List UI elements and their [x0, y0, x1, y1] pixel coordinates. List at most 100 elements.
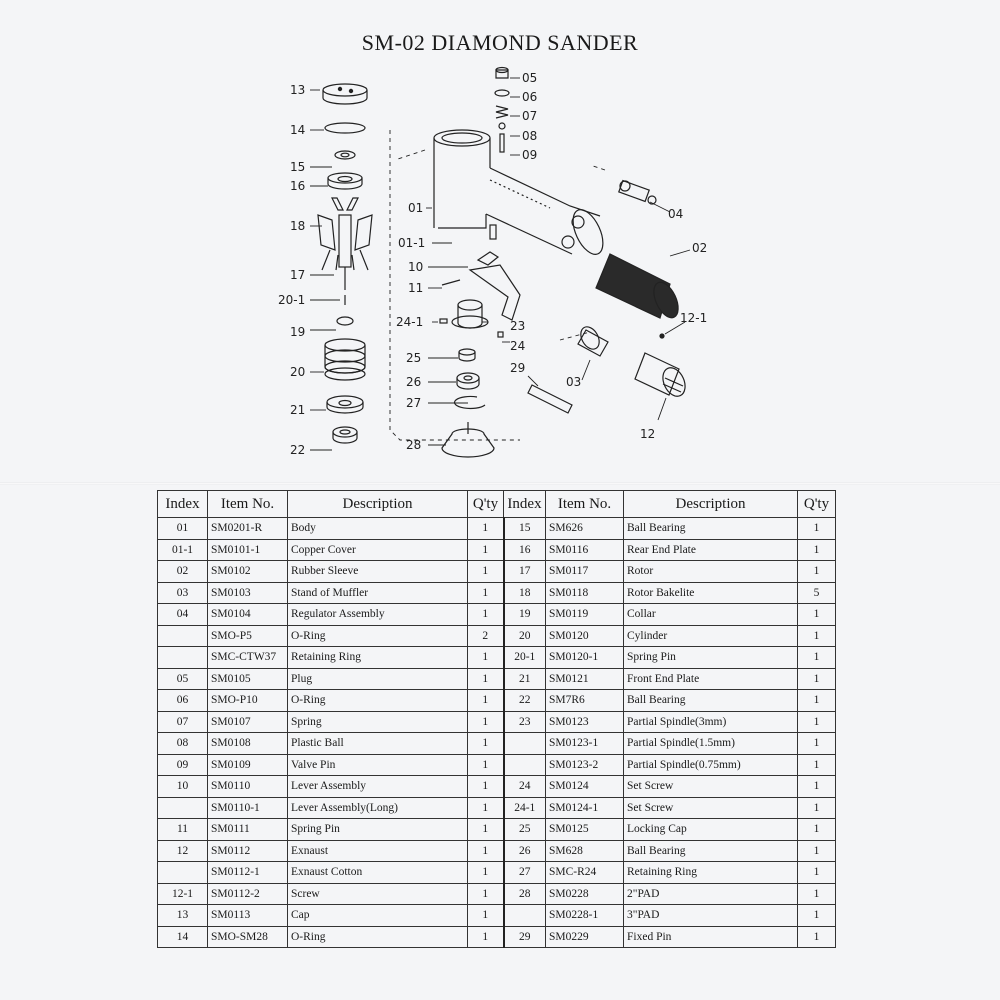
cell-qty: 1: [467, 839, 504, 862]
cell-item-no: SM626: [545, 517, 624, 540]
cell-description: Spring Pin: [287, 818, 468, 841]
cell-item-no: SM7R6: [545, 689, 624, 712]
cell-qty: 1: [467, 775, 504, 798]
part-21-plate-drawing: [326, 395, 364, 414]
cell-description: Partial Spindle(3mm): [623, 710, 798, 733]
cell-description: Locking Cap: [623, 818, 798, 841]
label-19: 19: [290, 325, 305, 339]
cell-description: O-Ring: [287, 925, 468, 948]
cell-qty: 1: [467, 667, 504, 690]
part-23-spindle-drawing: [451, 299, 489, 329]
cell-item-no: SM0102: [207, 560, 288, 583]
cell-index: [157, 624, 208, 647]
cell-description: Rubber Sleeve: [287, 560, 468, 583]
cell-index: 13: [157, 904, 208, 927]
cell-index: 20: [502, 624, 546, 647]
cell-index: 27: [502, 861, 546, 884]
cell-qty: 1: [467, 818, 504, 841]
cell-description: Retaining Ring: [287, 646, 468, 669]
cell-qty: 1: [467, 538, 504, 561]
cell-description: Exnaust: [287, 839, 468, 862]
cell-qty: 1: [467, 861, 504, 884]
label-01-1: 01-1: [398, 236, 425, 250]
cell-item-no: SMO-P10: [207, 689, 288, 712]
label-21: 21: [290, 403, 305, 417]
cell-index: 12-1: [157, 882, 208, 905]
cell-qty: 1: [467, 560, 504, 583]
cell-qty: 1: [797, 689, 836, 712]
cell-index: [502, 904, 546, 927]
label-04: 04: [668, 207, 683, 221]
label-22: 22: [290, 443, 305, 457]
cell-item-no: SM0123-1: [545, 732, 624, 755]
cell-description: Rear End Plate: [623, 538, 798, 561]
label-13: 13: [290, 83, 305, 97]
cell-description: Plastic Ball: [287, 732, 468, 755]
cell-item-no: SMC-CTW37: [207, 646, 288, 669]
cell-item-no: SM0108: [207, 732, 288, 755]
cell-index: 11: [157, 818, 208, 841]
cell-qty: 1: [797, 882, 836, 905]
cell-index: 28: [502, 882, 546, 905]
cell-item-no: SM0116: [545, 538, 624, 561]
cell-index: 24: [502, 775, 546, 798]
cell-description: Lever Assembly(Long): [287, 796, 468, 819]
cell-qty: 1: [797, 839, 836, 862]
cell-qty: 1: [797, 925, 836, 948]
cell-description: Copper Cover: [287, 538, 468, 561]
part-29-fixed-pin-drawing: [527, 384, 573, 414]
label-09: 09: [522, 148, 537, 162]
cell-item-no: SM0112-1: [207, 861, 288, 884]
cell-description: Plug: [287, 667, 468, 690]
cell-qty: 1: [797, 732, 836, 755]
cell-index: 16: [502, 538, 546, 561]
header-index-right: Index: [503, 490, 546, 518]
cell-item-no: SM0229: [545, 925, 624, 948]
part-12-exhaust-drawing: [634, 352, 686, 397]
header-item-no-right: Item No.: [545, 490, 624, 518]
cell-index: 08: [157, 732, 208, 755]
cell-item-no: SM0105: [207, 667, 288, 690]
cell-qty: 1: [467, 646, 504, 669]
cell-qty: 1: [797, 538, 836, 561]
cell-index: 01-1: [157, 538, 208, 561]
label-11: 11: [408, 281, 423, 295]
cell-qty: 1: [467, 796, 504, 819]
label-06: 06: [522, 90, 537, 104]
cell-item-no: SMC-R24: [545, 861, 624, 884]
cell-description: Retaining Ring: [623, 861, 798, 884]
label-23: 23: [510, 319, 525, 333]
cell-qty: 1: [467, 517, 504, 540]
cell-index: 07: [157, 710, 208, 733]
label-05: 05: [522, 71, 537, 85]
cell-qty: 1: [467, 904, 504, 927]
cell-item-no: SM0123-2: [545, 753, 624, 776]
cell-index: 15: [502, 517, 546, 540]
cell-qty: 1: [797, 753, 836, 776]
cell-item-no: SM0119: [545, 603, 624, 626]
part-03-muffler-stand-drawing: [577, 326, 609, 357]
cell-qty: 1: [467, 882, 504, 905]
cell-qty: 1: [467, 753, 504, 776]
cell-item-no: SM0120-1: [545, 646, 624, 669]
part-24-screw-drawing: [497, 331, 504, 338]
cell-qty: 1: [467, 603, 504, 626]
cell-qty: 1: [797, 796, 836, 819]
cell-index: 20-1: [502, 646, 546, 669]
cell-description: Lever Assembly: [287, 775, 468, 798]
cell-item-no: SMO-P5: [207, 624, 288, 647]
label-08: 08: [522, 129, 537, 143]
cell-qty: 1: [797, 904, 836, 927]
cell-qty: 1: [467, 581, 504, 604]
part-25-locking-cap-drawing: [458, 348, 476, 362]
cell-qty: 1: [467, 732, 504, 755]
cell-index: 18: [502, 581, 546, 604]
